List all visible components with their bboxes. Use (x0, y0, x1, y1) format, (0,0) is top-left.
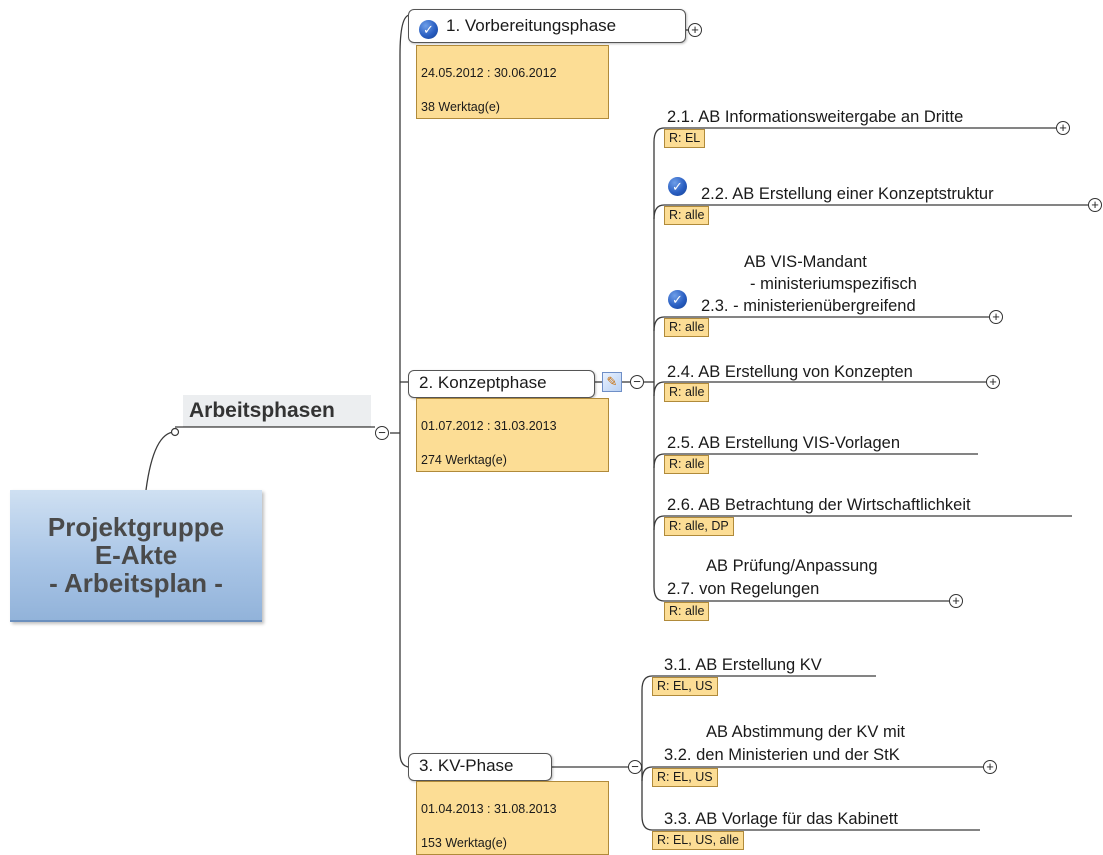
task-2-7[interactable]: 2.7. von Regelungen (667, 580, 820, 598)
phase-2-label: 2. Konzeptphase (419, 373, 547, 392)
task-2-3-line-1: AB VIS-Mandant (744, 253, 867, 271)
task-3-2[interactable]: 3.2. den Ministerien und der StK (664, 746, 900, 764)
collapse-icon[interactable]: − (375, 426, 389, 440)
checkmark-icon: ✓ (419, 20, 438, 39)
phase-2[interactable]: 2. Konzeptphase (408, 370, 595, 398)
note-icon[interactable]: ✎ (602, 372, 622, 392)
phase-1-label: 1. Vorbereitungsphase (446, 16, 617, 35)
phase-3[interactable]: 3. KV-Phase (408, 753, 552, 781)
phase-1[interactable]: ✓ 1. Vorbereitungsphase (408, 9, 686, 43)
plus-icon[interactable]: + (983, 760, 997, 774)
task-3-2-line-1: AB Abstimmung der KV mit (706, 723, 905, 741)
task-3-1[interactable]: 3.1. AB Erstellung KV (664, 656, 822, 674)
plus-icon[interactable]: + (986, 375, 1000, 389)
task-2-7-line-1: AB Prüfung/Anpassung (706, 557, 878, 575)
responsibility-tag: R: EL, US (652, 768, 718, 787)
responsibility-tag: R: EL (664, 129, 706, 148)
phase-3-label: 3. KV-Phase (419, 756, 514, 775)
responsibility-tag: R: alle (664, 383, 710, 402)
phase-2-dates-note: 01.07.2012 : 31.03.2013 274 Werktag(e) (416, 398, 609, 472)
plus-icon[interactable]: + (949, 594, 963, 608)
task-2-2[interactable]: 2.2. AB Erstellung einer Konzeptstruktur (701, 185, 994, 203)
task-2-4[interactable]: 2.4. AB Erstellung von Konzepten (667, 363, 913, 381)
responsibility-tag: R: EL, US, alle (652, 831, 744, 850)
responsibility-tag: R: alle (664, 602, 710, 621)
collapse-icon[interactable]: − (628, 760, 642, 774)
checkmark-icon: ✓ (668, 290, 687, 309)
responsibility-tag: R: alle (664, 206, 710, 225)
task-2-6[interactable]: 2.6. AB Betrachtung der Wirtschaftlichke… (667, 496, 971, 514)
task-2-3[interactable]: 2.3. - ministerienübergreifend (701, 297, 916, 315)
plus-icon[interactable]: + (1088, 198, 1102, 212)
responsibility-tag: R: alle, DP (664, 517, 734, 536)
task-2-3-line-2: - ministeriumspezifisch (750, 275, 917, 293)
phase-1-dates-note: 24.05.2012 : 30.06.2012 38 Werktag(e) (416, 45, 609, 119)
responsibility-tag: R: alle (664, 318, 710, 337)
task-3-3[interactable]: 3.3. AB Vorlage für das Kabinett (664, 810, 898, 828)
task-2-1[interactable]: 2.1. AB Informationsweitergabe an Dritte (667, 108, 964, 126)
phase-3-dates-note: 01.04.2013 : 31.08.2013 153 Werktag(e) (416, 781, 609, 855)
branch-node-dot (170, 427, 180, 437)
checkmark-icon: ✓ (668, 177, 687, 196)
responsibility-tag: R: alle (664, 455, 710, 474)
plus-icon[interactable]: + (989, 310, 1003, 324)
responsibility-tag: R: EL, US (652, 677, 718, 696)
collapse-icon[interactable]: − (630, 375, 644, 389)
root-topic[interactable]: Projektgruppe E-Akte - Arbeitsplan - (10, 490, 262, 622)
main-branch-label[interactable]: Arbeitsphasen (183, 395, 371, 427)
plus-icon[interactable]: + (1056, 121, 1070, 135)
plus-icon[interactable]: + (688, 23, 702, 37)
task-2-5[interactable]: 2.5. AB Erstellung VIS-Vorlagen (667, 434, 900, 452)
